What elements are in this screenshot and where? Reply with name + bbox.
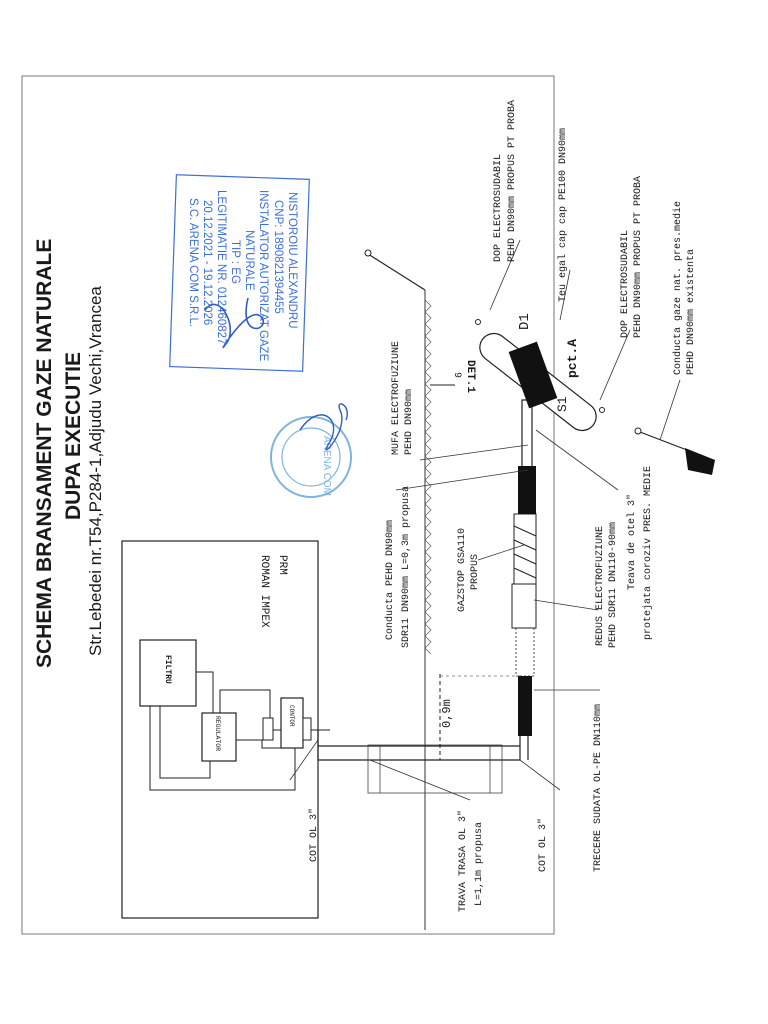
installer-stamp: NISTOROIU ALEXANDRU CNP: 1890821394455 I… [169,174,310,372]
inlet-symbol [364,249,426,291]
stamp-line-7: 20.12.2021 - 19.12.2026 [201,200,213,325]
existenta-2: PEHD DN90mm existenta [685,249,697,375]
stamp-line-4: NATURALE [243,230,255,291]
det1-marker: 9 DET.1 [430,360,476,393]
tee-fitting [508,341,558,409]
conducta-1: Conducta PEHD DN90mm [384,520,396,640]
filter-label: FILTRU [163,655,172,684]
existenta-1: Conducta gaze nat. pres.medie [672,201,684,375]
seal-signature [299,403,348,451]
depth-label: 0,9m [440,699,454,728]
mufa-1: MUFA ELECTROFUZIUNE [391,341,402,455]
prm-label: PRM [276,555,288,575]
trecere-label: TRECERE SUDATA OL-PE DN110mm [593,704,604,872]
ground-line [424,290,432,930]
title-line2: DUPA EXECUTIE [62,352,85,520]
steel-riser [317,730,520,794]
cot-left-label: COT OL 3" [308,808,320,862]
cot-right-label: COT OL 3" [537,818,549,872]
s1-label: S1 [555,396,570,412]
dop-top-1: DOP ELECTROSUDABIL [493,154,504,262]
main-pipe [475,319,605,432]
teava-otel-2: protejata coroziv PRES. MEDIE [642,466,654,640]
reducs-1: REDUS ELECTROFUZIUNE [595,526,606,646]
det-num: 9 [451,372,462,378]
signature-mark [204,297,265,349]
seal-text: ARENA COM [321,436,332,496]
regulator-box [201,712,237,762]
teava-otel-1: Teava de otel 3" [626,494,638,590]
reducs-2: PEHD SDR11 DN110-90mm [608,522,619,648]
d1-label: D1 [517,313,533,330]
det1-label: DET.1 [464,360,476,393]
mufa-black [518,466,536,514]
buried-pipe [439,399,537,761]
reducs-body [511,583,537,629]
address-line: Str.Lebedei nr.T54,P284-1,Adjudu Vechi,V… [86,286,105,656]
stamp-line-2: CNP: 1890821394455 [272,200,284,314]
annotations: DOP ELECTROSUDABIL PEHD DN90mm PROPUS PT… [308,100,697,912]
trava-1: TRAVA TRASA OL 3" [457,810,469,912]
filter-box [139,639,197,707]
trava-2: L=1,1m propusa [474,822,485,906]
stamp-line-8: S.C. ARENA COM S.R.L. [187,198,199,327]
stamp-line-6: LEGITIMATIE NR. 012460827 [215,190,227,344]
prm-cabinet: PRM ROMAN IMPEX FILTRU REGULATOR CONTOR [121,540,330,919]
pct-a-label: pct.A [565,339,580,378]
company-seal: ARENA COM [270,403,352,498]
regulator-label: REGULATOR [214,716,221,751]
title-line1: SCHEMA BRANSAMENT GAZE NATURALE [33,239,56,668]
leader-lines [289,239,681,801]
gazstop-2: PROPUS [470,554,481,590]
stamp-line-3: INSTALATOR AUTORIZAT GAZE [257,190,269,362]
mufa-2: PEHD DN90mm [404,389,415,455]
title-block: SCHEMA BRANSAMENT GAZE NATURALE DUPA EXE… [33,239,105,668]
prm-maker: ROMAN IMPEX [258,555,270,628]
gazstop-1: GAZSTOP GSA110 [457,528,468,612]
stamp-line-5: TIP : EG [229,240,241,284]
sheet-border [21,75,555,935]
dop-top-2: PEHD DN90mm PROPUS PT PROBA [507,100,518,262]
stamp-line-1: NISTOROIU ALEXANDRU [286,192,298,329]
trecere-black [518,676,532,736]
conducta-2: SDR11 DN90mm L=0,3m propusa [401,486,412,648]
teu-label: Teu egal cap cap PE100 DN90mm [557,128,569,302]
meter-label: CONTOR [288,705,295,727]
dop-right-1: DOP ELECTROSUDABIL [620,230,631,338]
existing-pipe-symbol [634,427,715,475]
dop-right-2: PEHD DN90mm PROPUS PT PROBA [633,176,644,338]
